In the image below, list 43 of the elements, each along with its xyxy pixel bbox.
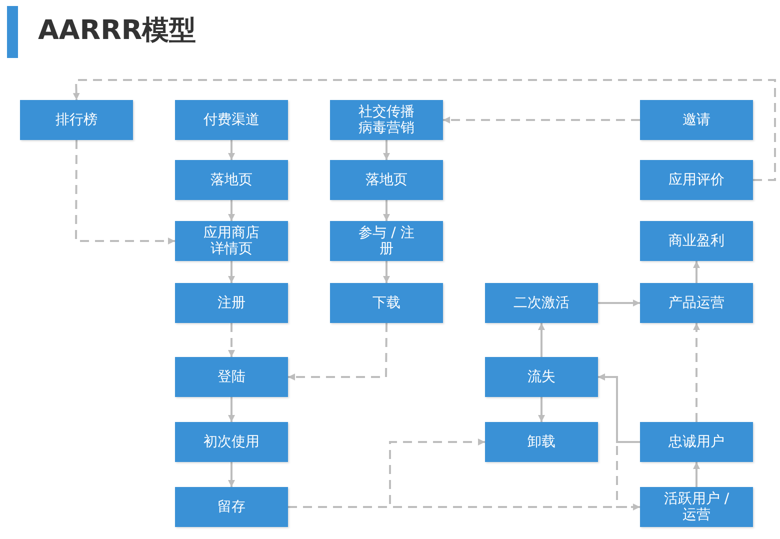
arrow [383, 200, 390, 221]
process-box: 应用商店详情页 [175, 221, 288, 261]
process-box: 流失 [485, 357, 598, 397]
process-box: 参与 / 注册 [330, 221, 443, 261]
arrow [228, 323, 235, 357]
arrow [693, 323, 700, 422]
arrow [693, 261, 700, 283]
arrow [228, 200, 235, 221]
process-box: 落地页 [175, 160, 288, 200]
process-box: 初次使用 [175, 422, 288, 462]
arrow [228, 462, 235, 487]
arrow [538, 323, 545, 357]
arrow [383, 261, 390, 283]
process-box: 下载 [330, 283, 443, 323]
process-box: 卸载 [485, 422, 598, 462]
arrow [598, 300, 640, 306]
arrow [228, 261, 235, 283]
process-box: 产品运营 [640, 283, 753, 323]
process-box: 排行榜 [20, 100, 133, 140]
process-box: 邀请 [640, 100, 753, 140]
process-box: 登陆 [175, 357, 288, 397]
process-box: 忠诚用户 [640, 422, 753, 462]
arrow [228, 397, 235, 422]
arrow [443, 116, 640, 124]
arrow [228, 140, 235, 160]
arrow [75, 140, 175, 244]
arrow [72, 79, 776, 181]
arrow [288, 504, 640, 510]
process-box: 应用评价 [640, 160, 753, 200]
process-box: 注册 [175, 283, 288, 323]
process-box: 落地页 [330, 160, 443, 200]
process-box: 留存 [175, 487, 288, 527]
process-box: 活跃用户 / 运营 [640, 487, 753, 527]
arrow [538, 397, 545, 422]
process-box: 付费渠道 [175, 100, 288, 140]
arrow [383, 140, 390, 160]
arrow [288, 323, 388, 380]
arrow [693, 462, 700, 487]
process-box: 社交传播病毒营销 [330, 100, 443, 140]
arrow [598, 374, 640, 508]
process-box: 商业盈利 [640, 221, 753, 261]
title: AARRR模型 [38, 14, 196, 48]
process-box: 二次激活 [485, 283, 598, 323]
